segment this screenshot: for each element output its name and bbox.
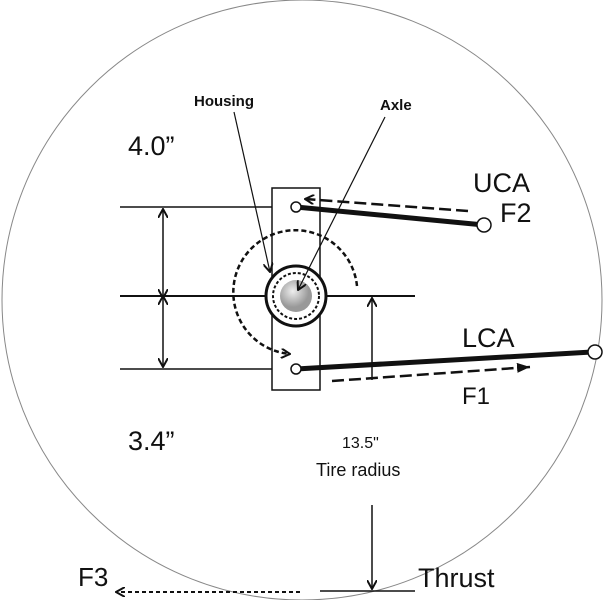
upper-dimension-label: 4.0” — [128, 131, 175, 161]
axle-circle — [280, 280, 312, 312]
axle-label: Axle — [380, 97, 412, 114]
uca-link — [295, 204, 485, 228]
lca-pivot — [587, 344, 603, 360]
thrust-label: Thrust — [418, 563, 495, 593]
f1-label: F1 — [462, 383, 490, 410]
axle-leader — [298, 116, 386, 290]
housing-leader — [233, 111, 270, 272]
f2-force-arrow — [305, 199, 469, 213]
tire-radius-label: Tire radius — [316, 460, 400, 480]
f2-label: F2 — [500, 198, 532, 228]
uca-label: UCA — [473, 168, 530, 198]
lower-dimension-label: 3.4” — [128, 426, 175, 456]
rotation-arrow — [232, 228, 359, 354]
lca-link — [295, 349, 593, 372]
uca-pivot — [476, 217, 492, 233]
lca-label: LCA — [462, 323, 515, 353]
housing-label: Housing — [194, 93, 254, 110]
tire-radius-value: 13.5" — [342, 435, 379, 452]
f1-force-arrow — [331, 362, 531, 383]
f3-label: F3 — [78, 562, 108, 592]
